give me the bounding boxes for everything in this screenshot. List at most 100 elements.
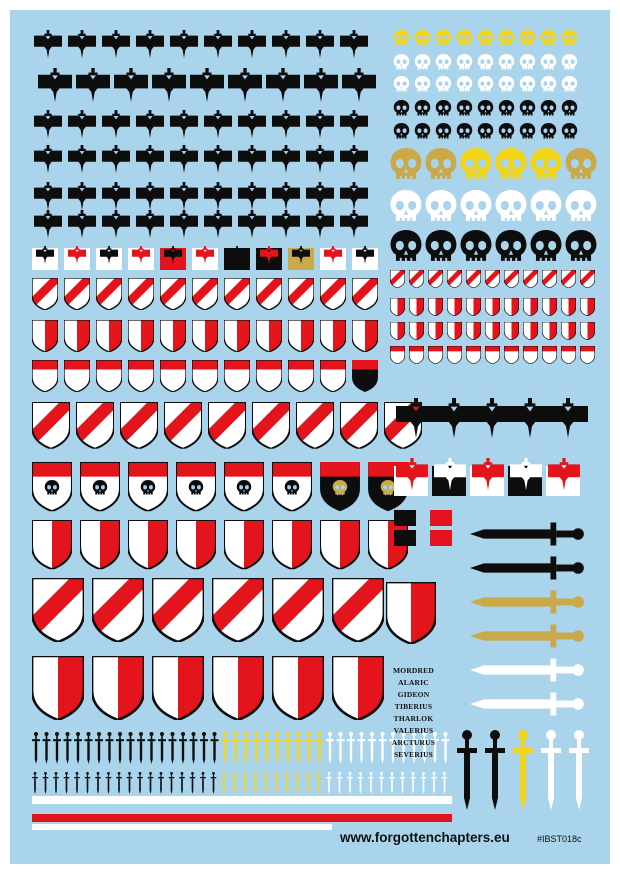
dagger-icon: [273, 772, 280, 794]
skull-icon: [456, 76, 473, 93]
book-with-sword-icon: [204, 182, 232, 210]
heraldic-shield-icon: [561, 322, 576, 340]
heraldic-shield-icon: [64, 320, 90, 352]
dagger-icon: [420, 772, 427, 794]
heraldic-shield-icon: [428, 322, 443, 340]
book-with-sword-icon: [228, 68, 262, 102]
heraldic-shield-icon: [96, 360, 122, 392]
dagger-icon: [431, 732, 439, 764]
dagger-icon: [105, 772, 112, 794]
dagger-icon: [347, 772, 353, 794]
dagger-icon: [63, 772, 70, 794]
dagger-icon: [95, 732, 103, 764]
heraldic-shield-icon: [256, 360, 282, 392]
dagger-icon: [336, 772, 343, 794]
skull-icon: [540, 100, 557, 117]
skull-icon: [477, 76, 494, 93]
name-label: ARCTURUS: [391, 738, 436, 747]
book-with-sword-icon: [76, 68, 110, 102]
heraldic-shield-icon: [164, 402, 203, 449]
dagger-icon: [242, 772, 248, 794]
book-with-sword-icon: [272, 210, 300, 238]
heraldic-shield-icon: [320, 520, 360, 569]
book-with-sword-icon: [340, 182, 368, 210]
dagger-icon: [210, 732, 219, 764]
dagger-icon: [378, 772, 385, 794]
dagger-icon: [569, 730, 589, 810]
skull-icon: [435, 100, 452, 117]
sword-icon: [470, 658, 584, 682]
dagger-icon: [441, 732, 450, 764]
dagger-icon: [231, 732, 240, 764]
dagger-icon: [305, 732, 313, 764]
skull-icon: [519, 76, 536, 93]
dagger-icon: [137, 732, 145, 764]
book-with-sword-icon: [306, 145, 334, 173]
heraldic-shield-icon: [32, 402, 71, 449]
website-url[interactable]: www.forgottenchapters.eu: [340, 830, 510, 845]
dagger-icon: [147, 772, 154, 794]
dagger-icon: [221, 732, 229, 764]
dagger-icon: [252, 732, 261, 764]
decal-artwork: [32, 30, 597, 830]
dagger-icon: [168, 772, 175, 794]
book-with-sword-icon: [136, 182, 164, 210]
book-with-sword-icon: [34, 210, 62, 238]
heraldic-shield-icon: [288, 320, 314, 352]
skull-icon: [519, 30, 536, 47]
book-with-sword-icon: [34, 110, 62, 138]
heraldic-shield-icon: [160, 278, 187, 310]
heraldic-shield-icon: [224, 360, 250, 392]
heraldic-shield-icon: [320, 360, 346, 392]
skull-icon: [477, 30, 494, 47]
book-with-sword-icon: [472, 398, 512, 438]
skull-icon: [530, 230, 562, 263]
heraldic-shield-icon: [128, 320, 154, 352]
heraldic-shield-icon: [485, 346, 500, 364]
heraldic-shield-icon: [523, 346, 538, 364]
dagger-icon: [84, 772, 91, 794]
dagger-icon: [42, 772, 49, 794]
heraldic-shield-icon: [224, 520, 264, 569]
book-with-sword-icon: [204, 210, 232, 238]
name-label: MORDRED: [393, 666, 434, 675]
skull-icon: [477, 123, 494, 140]
dagger-icon: [305, 772, 311, 794]
dagger-icon: [179, 732, 187, 764]
heraldic-shield-icon: [447, 270, 462, 288]
heraldic-shield-icon: [466, 270, 481, 288]
skull-icon: [561, 30, 578, 47]
skull-icon: [495, 148, 527, 181]
dagger-icon: [116, 772, 122, 794]
heraldic-shield-icon: [447, 322, 462, 340]
sword-icon: [470, 692, 584, 716]
dagger-icon: [336, 732, 345, 764]
heraldic-shield-icon: [504, 298, 519, 316]
heraldic-shield-icon: [340, 402, 379, 449]
skull-icon: [477, 54, 494, 71]
skull-icon: [390, 230, 422, 263]
heraldic-shield-icon: [466, 322, 481, 340]
dagger-icon: [294, 772, 301, 794]
heraldic-shield-icon: [64, 278, 91, 310]
dagger-icon: [42, 732, 51, 764]
heraldic-shield-icon: [580, 270, 595, 288]
dagger-icon: [389, 772, 395, 794]
book-with-sword-icon: [68, 210, 96, 238]
product-code: #IBST018c: [537, 834, 582, 844]
skull-icon: [460, 148, 492, 181]
name-label: VALERIUS: [393, 726, 434, 735]
heraldic-shield-icon: [352, 320, 378, 352]
book-with-sword-icon: [170, 30, 198, 58]
skull-icon: [530, 148, 562, 181]
heraldic-shield-icon: [92, 656, 144, 720]
dagger-icon: [347, 732, 355, 764]
heraldic-shield-icon: [32, 360, 58, 392]
book-with-sword-icon: [306, 182, 334, 210]
book-with-sword-icon: [340, 30, 368, 58]
skull-icon: [565, 230, 597, 263]
skull-icon: [435, 54, 452, 71]
heraldic-shield-icon: [561, 270, 576, 288]
skull-icon: [435, 30, 452, 47]
book-with-sword-icon: [34, 145, 62, 173]
